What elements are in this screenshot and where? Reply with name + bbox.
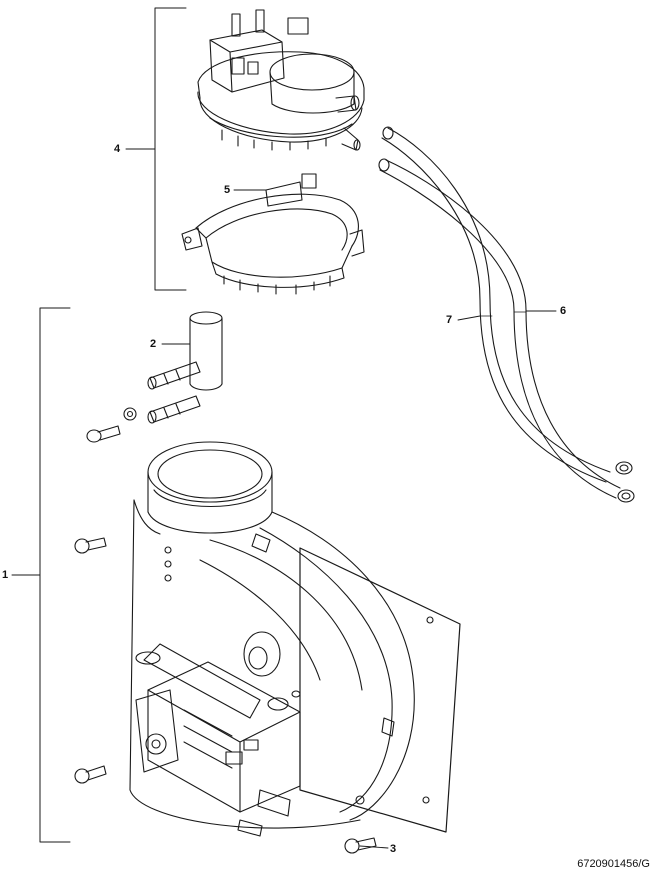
fan-assembly: [129, 441, 461, 837]
callout-6: 6: [560, 305, 567, 317]
bracket-part-4: [125, 7, 187, 291]
t-connector: [147, 311, 223, 424]
hose-ends: [378, 126, 635, 503]
callout-5: 5: [224, 184, 231, 196]
hose-part-6: [379, 159, 621, 499]
washer: [123, 407, 137, 421]
bracket-part-1: [11, 307, 71, 843]
screw-top: [86, 425, 121, 443]
screw-left-lower: [74, 765, 107, 784]
callout-1: 1: [2, 569, 9, 581]
callout-2: 2: [150, 338, 157, 350]
drawing-number: 6720901456/G: [577, 858, 650, 870]
pressure-switch: [197, 9, 365, 151]
callout-3: 3: [390, 843, 397, 855]
mounting-clip: [181, 173, 365, 295]
screw-left-upper: [74, 537, 107, 554]
callout-7: 7: [446, 314, 453, 326]
callout-4: 4: [114, 143, 121, 155]
screw-part-3: [344, 837, 377, 854]
leader-3: [359, 845, 389, 849]
leader-7: [457, 315, 481, 321]
hose-part-7: [381, 127, 611, 483]
leader-lines: [161, 189, 557, 849]
